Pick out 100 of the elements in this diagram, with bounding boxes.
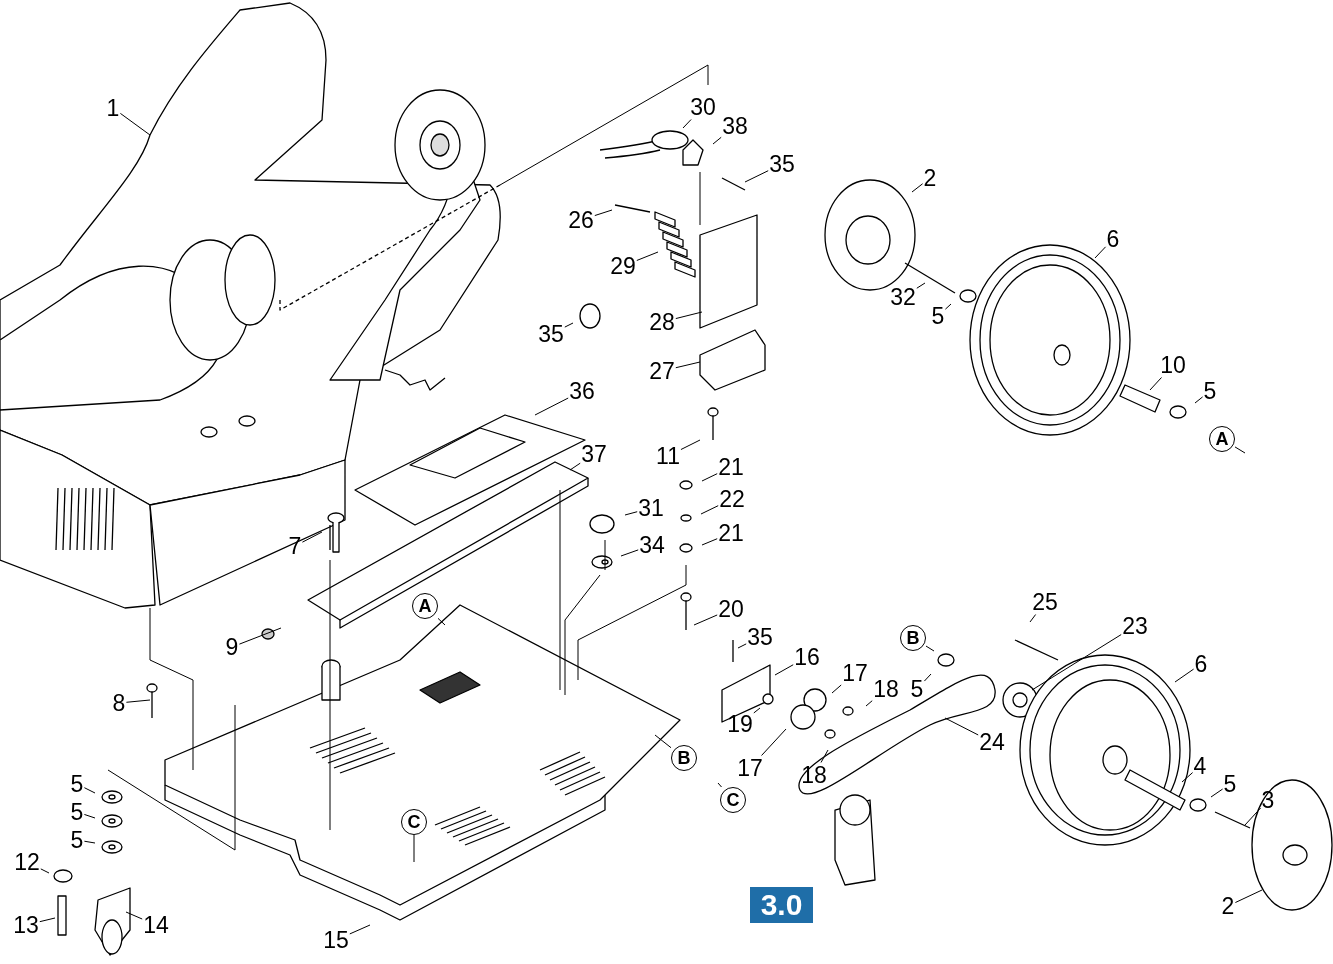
callout-number: 5	[909, 676, 925, 702]
leader-line	[125, 911, 143, 920]
leader-line	[83, 787, 96, 794]
callout-number: 20	[717, 596, 745, 622]
callout-number: 28	[648, 309, 676, 335]
leader-line	[753, 707, 761, 714]
leader-line	[737, 643, 747, 649]
reference-letter: A	[412, 593, 438, 619]
leader-line	[125, 699, 151, 703]
callout-number: 22	[718, 486, 746, 512]
leader-line	[925, 645, 935, 652]
leader-line	[39, 917, 56, 923]
callout-number: 5	[1202, 378, 1218, 404]
callout-number: 35	[537, 321, 565, 347]
leader-line	[83, 813, 96, 819]
leader-line	[1174, 668, 1195, 683]
callout-number: 16	[793, 644, 821, 670]
callout-number: 2	[922, 165, 938, 191]
leader-line	[624, 511, 638, 516]
reference-letter: C	[720, 787, 746, 813]
leader-line	[1234, 446, 1246, 454]
reference-letter: B	[671, 745, 697, 771]
callout-number: 5	[69, 771, 85, 797]
leader-line	[911, 183, 924, 193]
callout-number: 35	[768, 151, 796, 177]
leader-line	[693, 614, 718, 626]
leader-line	[944, 303, 952, 310]
leader-line	[301, 531, 323, 543]
leader-line	[413, 834, 415, 863]
callout-number: 15	[322, 927, 350, 953]
leader-line	[1149, 377, 1162, 391]
leader-line	[831, 684, 842, 694]
leader-line	[437, 617, 446, 626]
leader-line	[701, 473, 718, 482]
callout-number: 14	[142, 912, 170, 938]
callout-number: 29	[609, 253, 637, 279]
leader-line	[40, 868, 50, 874]
callout-number: 4	[1192, 753, 1208, 779]
callout-number: 26	[567, 207, 595, 233]
callout-number: 3	[1260, 787, 1276, 813]
leader-line	[1094, 246, 1107, 259]
callout-number: 13	[12, 912, 40, 938]
section-number-badge: 3.0	[750, 887, 813, 923]
leader-line	[238, 627, 282, 645]
callout-number: 10	[1159, 352, 1187, 378]
leader-line	[916, 282, 926, 289]
callout-number: 38	[721, 113, 749, 139]
callout-number: 35	[746, 624, 774, 650]
leader-line	[700, 505, 719, 515]
callout-number: 32	[889, 284, 917, 310]
leader-line	[1029, 614, 1037, 623]
leader-line	[83, 840, 96, 844]
callout-number: 24	[978, 729, 1006, 755]
leader-line	[865, 700, 873, 707]
callout-number: 21	[717, 454, 745, 480]
callout-number: 1	[105, 95, 121, 121]
callout-number: 25	[1031, 589, 1059, 615]
leader-line	[1181, 772, 1194, 783]
leader-line	[119, 112, 151, 136]
reference-letter: B	[900, 625, 926, 651]
leader-line	[1210, 788, 1224, 798]
callout-number: 18	[872, 676, 900, 702]
leader-line	[594, 209, 613, 217]
callout-number: 37	[580, 441, 608, 467]
leader-line	[564, 322, 574, 328]
leader-line	[820, 749, 829, 763]
leader-line	[636, 251, 659, 261]
leader-line	[569, 462, 581, 471]
callout-number: 8	[111, 690, 127, 716]
callout-number: 5	[69, 799, 85, 825]
leader-line	[774, 664, 794, 676]
callout-number: 17	[841, 660, 869, 686]
callout-number: 19	[726, 711, 754, 737]
leader-line	[761, 728, 787, 756]
leader-line	[620, 549, 639, 557]
callout-number: 23	[1121, 613, 1149, 639]
reference-letter: A	[1209, 426, 1235, 452]
callout-number: 6	[1105, 226, 1121, 252]
leader-line	[654, 734, 672, 749]
callout-number: 6	[1193, 651, 1209, 677]
leader-line	[675, 361, 701, 369]
leader-line	[680, 439, 701, 451]
callout-number: 5	[69, 827, 85, 853]
callout-number: 17	[736, 755, 764, 781]
leader-line	[717, 782, 723, 788]
callout-number: 36	[568, 378, 596, 404]
leader-line	[349, 924, 371, 935]
leader-line	[534, 397, 569, 416]
leader-line	[944, 717, 979, 736]
leader-line	[1031, 634, 1122, 691]
callout-number: 2	[1220, 893, 1236, 919]
leader-line	[1244, 807, 1262, 826]
callout-number: 21	[717, 520, 745, 546]
callout-number: 12	[13, 849, 41, 875]
callout-number: 31	[637, 495, 665, 521]
leader-line	[1234, 889, 1263, 903]
callout-number: 18	[800, 762, 828, 788]
callout-number: 5	[930, 303, 946, 329]
leader-line	[744, 170, 769, 183]
leader-line	[682, 119, 692, 129]
